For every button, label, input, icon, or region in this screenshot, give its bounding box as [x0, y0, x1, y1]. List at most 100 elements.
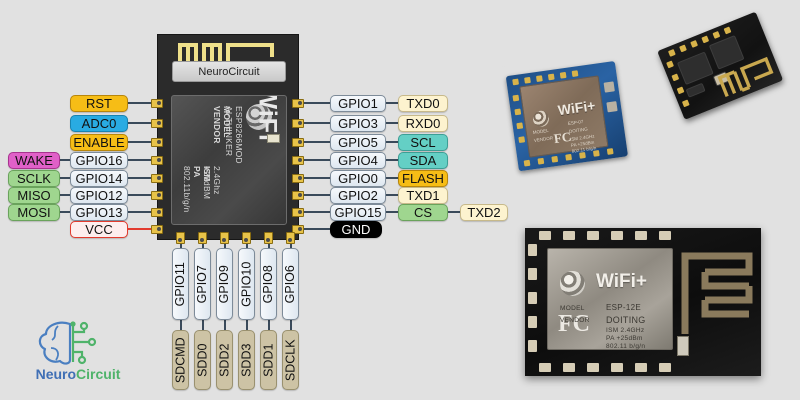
esp8266-board: NeuroCircuit FC WiFi MODEL ESP8266MOD VE… — [157, 34, 299, 240]
pin-alt-label-sdd1[interactable]: SDD1 — [260, 330, 277, 390]
pin-wire — [386, 141, 398, 143]
pin-wire — [60, 177, 70, 179]
pin-alt-label-wake[interactable]: WAKE — [8, 151, 60, 169]
pin-wire — [448, 211, 460, 213]
shield-model-value: ESP8266MOD — [234, 106, 244, 164]
pin-alt-label-mosi[interactable]: MOSI — [8, 203, 60, 221]
pin-wire — [245, 320, 248, 330]
photo-vendor-label: VENDOR — [533, 135, 554, 143]
photo-wifi-wordmark: WiFi+ — [556, 97, 597, 119]
shield-vendor-value: AI-THINKER — [224, 106, 234, 157]
pin-wire — [60, 159, 70, 161]
pin-label-gpio11[interactable]: GPIO11 — [172, 248, 189, 320]
logo-text-secondary: Circuit — [76, 366, 121, 382]
pin-label-gpio1[interactable]: GPIO1 — [330, 94, 386, 112]
pin-wire — [297, 228, 330, 230]
shield-pa-label: PA — [192, 166, 202, 178]
pin-alt-label-miso[interactable]: MISO — [8, 186, 60, 204]
pin-label-gpio13[interactable]: GPIO13 — [70, 203, 128, 221]
pin-alt-label-sdd0[interactable]: SDD0 — [194, 330, 211, 390]
pcb-antenna-trace — [717, 56, 774, 97]
pin-wire — [60, 211, 70, 213]
pin-label-gpio14[interactable]: GPIO14 — [70, 169, 128, 187]
board-pad-right — [292, 138, 304, 147]
shield-pa-value: +25dBM — [202, 166, 212, 200]
board-pad-right — [292, 99, 304, 108]
board-pad-left — [151, 138, 163, 147]
board-pad-right — [292, 174, 304, 183]
photo-rf-shield: WiFi+ FC MODEL VENDOR ESP-07 DOITING ISM… — [519, 75, 609, 158]
pin-wire — [386, 102, 398, 104]
brand-logo: NeuroCircuit — [18, 318, 138, 388]
esp-12-black-module-photo — [648, 1, 798, 139]
board-pad-bottom — [264, 232, 273, 244]
photo-pcb: WiFi+ FC MODEL VENDOR ESP-12E DOITING IS… — [525, 228, 761, 376]
photo-vendor-value: DOITING — [568, 126, 588, 134]
pin-label-gpio0[interactable]: GPIO0 — [330, 169, 386, 187]
photo-model-value: ESP-07 — [567, 118, 584, 127]
board-pad-left — [151, 225, 163, 234]
pin-wire — [386, 177, 398, 179]
pin-wire — [128, 211, 157, 213]
pin-wire — [297, 194, 330, 196]
pin-wire — [297, 159, 330, 161]
pin-alt-label-rxd0[interactable]: RXD0 — [398, 114, 448, 132]
esp-07-module-photo: WiFi+ FC MODEL VENDOR ESP-07 DOITING ISM… — [500, 50, 636, 184]
pin-alt-label-sda[interactable]: SDA — [398, 151, 448, 169]
pin-alt-label-sdd2[interactable]: SDD2 — [216, 330, 233, 390]
pin-label-gpio4[interactable]: GPIO4 — [330, 151, 386, 169]
pin-label-adc0[interactable]: ADC0 — [70, 114, 128, 132]
pin-label-gpio10[interactable]: GPIO10 — [238, 248, 255, 320]
logo-text-primary: Neuro — [35, 366, 77, 382]
photo-vendor-value: DOITING — [606, 315, 646, 325]
pin-label-enable[interactable]: ENABLE — [70, 133, 128, 151]
fc-mark: FC — [171, 110, 173, 164]
pin-label-gpio6[interactable]: GPIO6 — [282, 248, 299, 320]
shield-standard: 802.11b/g/n — [182, 166, 192, 213]
board-pad-bottom — [198, 232, 207, 244]
pin-label-gpio9[interactable]: GPIO9 — [216, 248, 233, 320]
pin-alt-label-sdd3[interactable]: SDD3 — [238, 330, 255, 390]
photo-pcb — [657, 11, 784, 120]
photo-rf-shield: WiFi+ FC MODEL VENDOR ESP-12E DOITING IS… — [547, 248, 673, 350]
pin-label-gpio12[interactable]: GPIO12 — [70, 186, 128, 204]
pin-label-vcc[interactable]: VCC — [70, 220, 128, 238]
pin-alt-label-cs[interactable]: CS — [398, 203, 448, 221]
photo-vendor-label: VENDOR — [560, 317, 590, 324]
pin-label-gnd[interactable]: GND — [330, 220, 382, 238]
pin-alt-label-sclk[interactable]: SCLK — [8, 169, 60, 187]
pin-label-gpio3[interactable]: GPIO3 — [330, 114, 386, 132]
pin-label-gpio16[interactable]: GPIO16 — [70, 151, 128, 169]
pin-alt-label-sdclk[interactable]: SDCLK — [282, 330, 299, 390]
board-pad-right — [292, 156, 304, 165]
pin-alt-label-sdcmd[interactable]: SDCMD — [172, 330, 189, 390]
pin-alt-label-flash[interactable]: FLASH — [398, 169, 448, 187]
board-pad-left — [151, 191, 163, 200]
pin-wire — [297, 177, 330, 179]
pin-alt-label-txd1[interactable]: TXD1 — [398, 186, 448, 204]
pin-wire — [297, 211, 330, 213]
photo-pcb: WiFi+ FC MODEL VENDOR ESP-07 DOITING ISM… — [505, 60, 629, 172]
board-pad-right — [292, 208, 304, 217]
pin-label-gpio15[interactable]: GPIO15 — [330, 203, 386, 221]
pin-label-gpio2[interactable]: GPIO2 — [330, 186, 386, 204]
pin-label-gpio5[interactable]: GPIO5 — [330, 133, 386, 151]
pin-wire — [128, 122, 157, 124]
pin-alt-label-scl[interactable]: SCL — [398, 133, 448, 151]
pin-wire — [386, 211, 398, 213]
photo-standard: 802.11 b/g/n — [606, 343, 646, 350]
pin-label-gpio8[interactable]: GPIO8 — [260, 248, 277, 320]
photo-pa: PA +25dBm — [606, 335, 643, 342]
board-pad-right — [292, 191, 304, 200]
photo-vendor-swirl-icon — [560, 271, 585, 296]
pin-wire — [223, 320, 226, 330]
pin-wire — [297, 102, 330, 104]
pin-wire — [128, 159, 157, 161]
pin-label-rst[interactable]: RST — [70, 94, 128, 112]
pin-alt2-label-txd2[interactable]: TXD2 — [460, 203, 508, 221]
pin-wire — [386, 122, 398, 124]
pin-alt-label-txd0[interactable]: TXD0 — [398, 94, 448, 112]
board-pad-bottom — [176, 232, 185, 244]
pin-label-gpio7[interactable]: GPIO7 — [194, 248, 211, 320]
photo-model-label: MODEL — [532, 127, 550, 136]
